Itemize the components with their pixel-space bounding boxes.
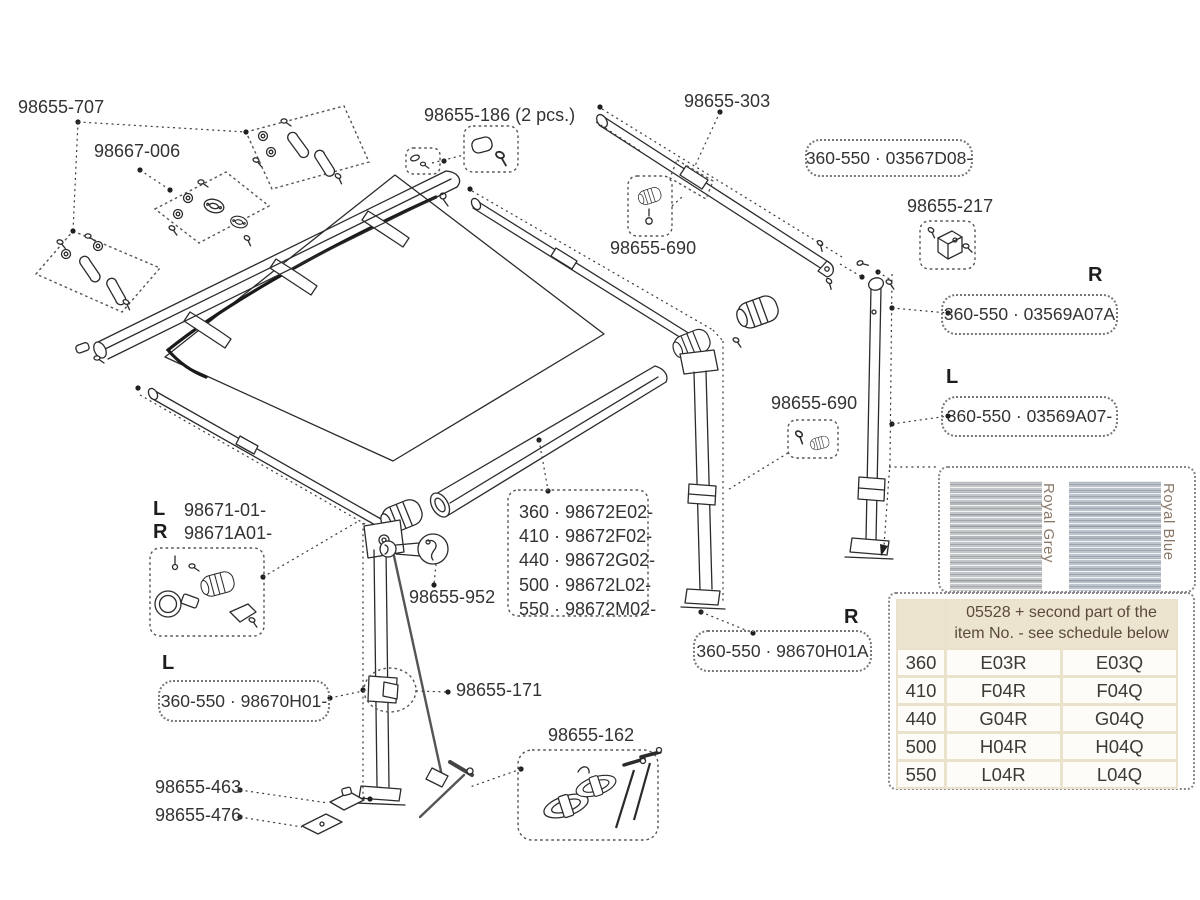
row-500-r: H04R [947, 734, 1060, 759]
mount-kit-group-left [34, 230, 162, 313]
kit186-parts [405, 125, 519, 175]
row-500-size: 500 [898, 734, 944, 759]
callout-98670H01A: 360-550 · 98670H01A [693, 630, 872, 672]
callout-03569A07A: 360-550 · 03569A07A [941, 294, 1118, 335]
swatch-royal-blue [1069, 481, 1161, 591]
row-410-r: F04R [947, 678, 1060, 703]
bracket217-box [919, 220, 976, 270]
label-98655-690-mid: 98655-690 [771, 393, 858, 413]
knob690-mid-box [725, 419, 839, 492]
mount-kit-group-right [245, 105, 370, 190]
mark-knuckle-R: R [153, 521, 168, 543]
label-98671A01: 98671A01- [184, 523, 273, 543]
cassette-case [75, 170, 461, 364]
mark-legkit-L: L [162, 652, 175, 674]
roller-size-360: 360 · 98672E02- [519, 502, 654, 522]
mark-right-leg-R: R [1088, 264, 1103, 286]
roller-size-list: 360 · 98672E02- 410 · 98672F02- 440 · 98… [519, 500, 656, 621]
row-410-q: F04Q [1063, 678, 1176, 703]
row-500-q: H04Q [1063, 734, 1176, 759]
row-440-q: G04Q [1063, 706, 1176, 731]
row-440-r: G04R [947, 706, 1060, 731]
right-leg [844, 257, 951, 560]
swatch-label-royal-blue: Royal Blue [1160, 483, 1177, 561]
callout-03569A07: 360-550 · 03569A07- [941, 396, 1118, 437]
swatch-label-royal-grey: Royal Grey [1040, 483, 1057, 564]
mark-left-leg-L: L [946, 366, 959, 388]
label-98655-463: 98655-463 [155, 777, 242, 797]
roller-size-550: 550 · 98672M02- [519, 598, 657, 619]
row-550-q: L04Q [1063, 762, 1176, 787]
leader-kit667 [137, 167, 173, 193]
callout-03567D08: 360-550 · 03567D08- [805, 139, 973, 177]
label-98655-952: 98655-952 [409, 587, 496, 607]
row-550-size: 550 [898, 762, 944, 787]
row-360-size: 360 [898, 650, 944, 675]
mid-leg [669, 292, 782, 636]
knob690-top-box [627, 175, 683, 237]
mark-knuckle-L: L [153, 498, 166, 520]
label-98655-476: 98655-476 [155, 805, 242, 825]
roller-size-440: 440 · 98672G02- [519, 550, 656, 571]
roller-size-500: 500 · 98672L02- [519, 574, 652, 595]
label-98655-186: 98655-186 (2 pcs.) [424, 105, 576, 125]
label-98655-690-top: 98655-690 [610, 238, 697, 258]
row-440-size: 440 [898, 706, 944, 731]
fabric-swatch-panel: Royal Grey Royal Blue [938, 466, 1196, 593]
mark-legkit-R: R [844, 606, 859, 628]
tiedown-kit-box [469, 746, 663, 841]
row-360-r: E03R [947, 650, 1060, 675]
callout-98670H01: 360-550 · 98670H01- [158, 680, 330, 722]
knuckle-kit-box [149, 521, 358, 637]
mount-kit-group-middle [153, 171, 271, 247]
label-98655-171: 98655-171 [456, 680, 543, 700]
table-header: 05528 + second part of the item No. - se… [947, 601, 1176, 647]
row-550-r: L04R [947, 762, 1060, 787]
swatch-royal-grey [950, 481, 1042, 591]
roller-tube [429, 365, 668, 617]
label-98655-707: 98655-707 [18, 97, 105, 117]
lead-bar [595, 104, 865, 290]
label-98655-303: 98655-303 [684, 91, 771, 111]
row-360-q: E03Q [1063, 650, 1176, 675]
label-98671-01: 98671-01- [184, 500, 267, 520]
foot-parts [237, 786, 365, 835]
leader-kit707 [70, 119, 249, 234]
label-98655-162: 98655-162 [548, 725, 635, 745]
label-98655-217: 98655-217 [907, 196, 994, 216]
header-empty-cell [898, 601, 944, 647]
mid-rafter-tube [467, 186, 714, 347]
fabric-schedule-table: 05528 + second part of the item No. - se… [888, 592, 1195, 790]
schedule-grid: 05528 + second part of the item No. - se… [896, 599, 1178, 789]
awning-fabric [164, 174, 605, 462]
label-98667-006: 98667-006 [94, 141, 181, 161]
roller-size-410: 410 · 98672F02- [519, 526, 653, 547]
left-leg-assembly [327, 495, 474, 819]
row-410-size: 410 [898, 678, 944, 703]
left-rafter-tube [135, 385, 382, 529]
